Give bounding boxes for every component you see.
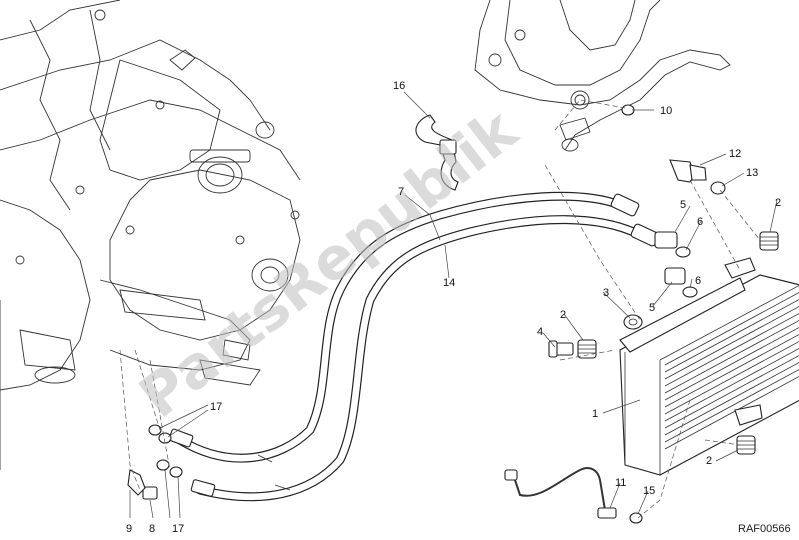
callout-11: 11	[615, 477, 626, 489]
callout-17-top: 17	[210, 401, 222, 413]
callout-13: 13	[746, 167, 758, 179]
callout-9: 9	[126, 523, 132, 535]
washer-13	[710, 181, 726, 195]
callout-8: 8	[149, 523, 155, 535]
bolt-8	[142, 486, 158, 500]
callout-6-upper: 6	[697, 216, 703, 228]
callout-4: 4	[537, 326, 543, 338]
hose-fittings	[168, 193, 660, 497]
adapter-5-lower	[664, 267, 686, 285]
grommet-2-bottom	[736, 435, 756, 455]
callout-7: 7	[398, 186, 404, 198]
seal-17-d	[169, 466, 183, 478]
seal-17-a	[148, 424, 162, 436]
grommet-2-right	[759, 231, 779, 251]
callout-2-right: 2	[775, 197, 781, 209]
callout-3: 3	[603, 287, 609, 299]
washer-15	[629, 512, 643, 524]
drawing-code: RAF00566	[738, 523, 791, 535]
temp-sensor-cable-11	[504, 467, 617, 519]
callout-5-lower: 5	[649, 302, 655, 314]
callout-5-upper: 5	[680, 199, 686, 211]
assembly-lines	[119, 99, 761, 519]
oil-hoses	[175, 191, 645, 502]
callout-10: 10	[660, 105, 672, 117]
callout-14: 14	[443, 277, 455, 289]
o-ring-6-lower	[682, 286, 698, 298]
adapter-5-upper	[654, 231, 678, 249]
o-ring-6-upper	[675, 246, 691, 258]
seal-17-c	[156, 459, 170, 471]
callout-2-bottom: 2	[706, 455, 712, 467]
grommet-2-center	[577, 339, 597, 359]
callout-17-bottom: 17	[172, 523, 184, 535]
callout-1: 1	[592, 408, 598, 420]
engine-block	[0, 0, 301, 470]
small-parts	[127, 104, 779, 524]
callout-numbers: 16 10 12 13 7 2 5 6 14 6 3 5 2 4 17 1 2 …	[126, 80, 781, 535]
oil-cooler-radiator	[619, 257, 799, 476]
watermark-text: PartsRepublik	[127, 95, 531, 431]
callout-16: 16	[393, 80, 405, 92]
callout-6-lower: 6	[695, 275, 701, 287]
callout-15: 15	[643, 485, 655, 497]
callout-12: 12	[729, 148, 741, 160]
clip-9	[127, 469, 146, 496]
spacer-3	[623, 314, 643, 330]
sensor-12	[669, 159, 707, 183]
screw-4	[548, 340, 574, 358]
hose-clamp-16	[415, 114, 459, 191]
leader-lines	[129, 91, 778, 519]
callout-2-center: 2	[560, 309, 566, 321]
frame-bracket	[474, 0, 731, 152]
